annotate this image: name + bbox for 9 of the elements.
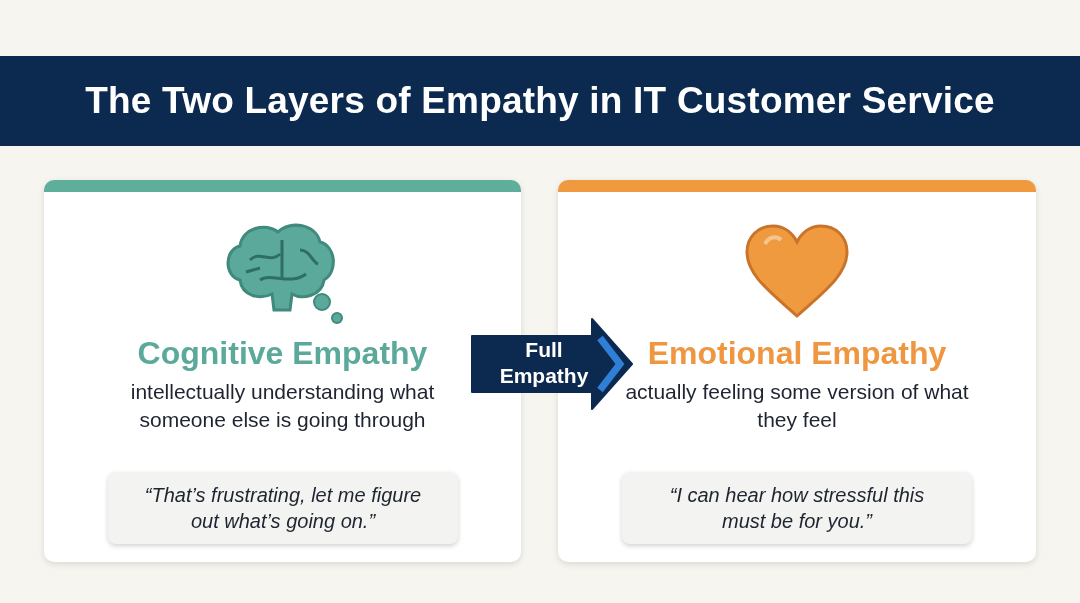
quote-box: “I can hear how stressful this must be for you.” [622,472,972,544]
block-arrow [471,318,633,410]
card-heading: Emotional Empathy [647,335,947,372]
card-description: intellectually understanding what someone else is going through [129,379,436,433]
card-heading: Cognitive Empathy [137,335,428,372]
title: The Two Layers of Empathy in IT Customer Service [85,80,995,122]
edge-label: Full Empathy [498,337,590,389]
card-description: actually feeling some version of what they feel [624,379,970,433]
quote-box: “That’s frustrating, let me figure out what’s going on.” [108,472,458,544]
